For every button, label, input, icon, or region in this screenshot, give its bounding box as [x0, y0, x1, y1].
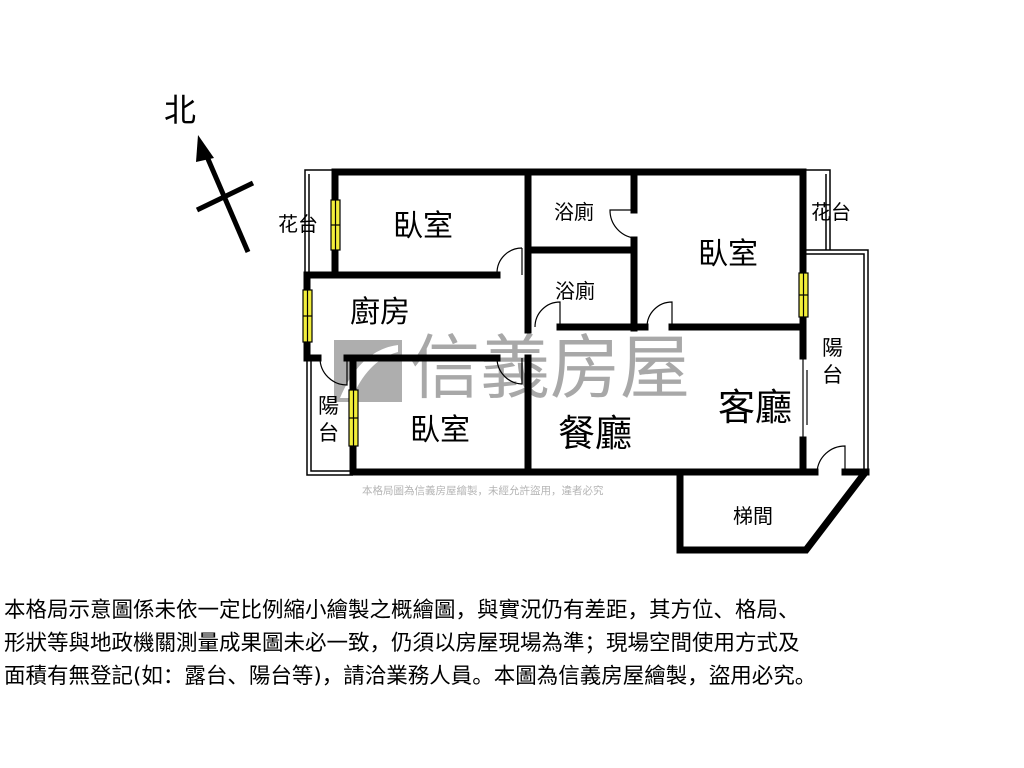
room-bedroom-ne: 臥室: [698, 237, 758, 272]
walls: [303, 168, 870, 554]
north-arrow-icon: [195, 135, 255, 253]
balcony-east-1: 陽: [822, 336, 843, 360]
disclaimer-line: 本格局示意圖係未依一定比例縮小繪製之概繪圖，與實況仍有差距，其方位、格局、: [4, 598, 800, 623]
door-bedroom-nw: [496, 247, 523, 275]
balcony-west-1: 陽: [318, 394, 339, 418]
outer-outlines: [304, 169, 869, 476]
door-bath-upper: [609, 209, 635, 239]
room-stairwell: 梯間: [733, 504, 773, 528]
planter-west: 花台: [278, 212, 318, 236]
room-kitchen: 廚房: [350, 295, 410, 330]
room-dining: 餐廳: [558, 412, 632, 455]
planter-east: 花台: [811, 200, 851, 224]
watermark: 信義房屋 本格局圖為信義房屋繪製，未經允許盜用，違者必究: [334, 327, 690, 497]
room-bath-upper: 浴廁: [554, 200, 594, 224]
disclaimer: 本格局示意圖係未依一定比例縮小繪製之概繪圖，與實況仍有差距，其方位、格局、 形狀…: [4, 594, 1024, 693]
watermark-notice: 本格局圖為信義房屋繪製，未經允許盜用，違者必究: [362, 484, 604, 497]
room-living: 客廳: [718, 386, 792, 429]
watermark-brand: 信義房屋: [410, 327, 690, 409]
door-bedroom-ne: [646, 301, 673, 328]
door-bath-lower: [534, 301, 561, 328]
disclaimer-line: 形狀等與地政機關測量成果圖未必一致，仍須以房屋現場為準；現場空間使用方式及: [4, 631, 800, 656]
door-balcony-west: [319, 357, 348, 386]
door-bedroom-sw: [496, 357, 523, 385]
room-bedroom-sw: 臥室: [410, 413, 470, 448]
disclaimer-line: 面積有無登記(如：露台、陽台等)，請洽業務人員。本圖為信義房屋繪製，盜用必究。: [4, 664, 817, 689]
doors: [319, 209, 846, 473]
balcony-east-2: 台: [822, 363, 843, 387]
room-bedroom-nw: 臥室: [393, 209, 453, 244]
room-bath-lower: 浴廁: [555, 279, 595, 303]
door-entrance: [816, 445, 846, 473]
balcony-west-2: 台: [318, 421, 339, 445]
north-label: 北: [164, 91, 196, 129]
windows: [302, 199, 809, 447]
